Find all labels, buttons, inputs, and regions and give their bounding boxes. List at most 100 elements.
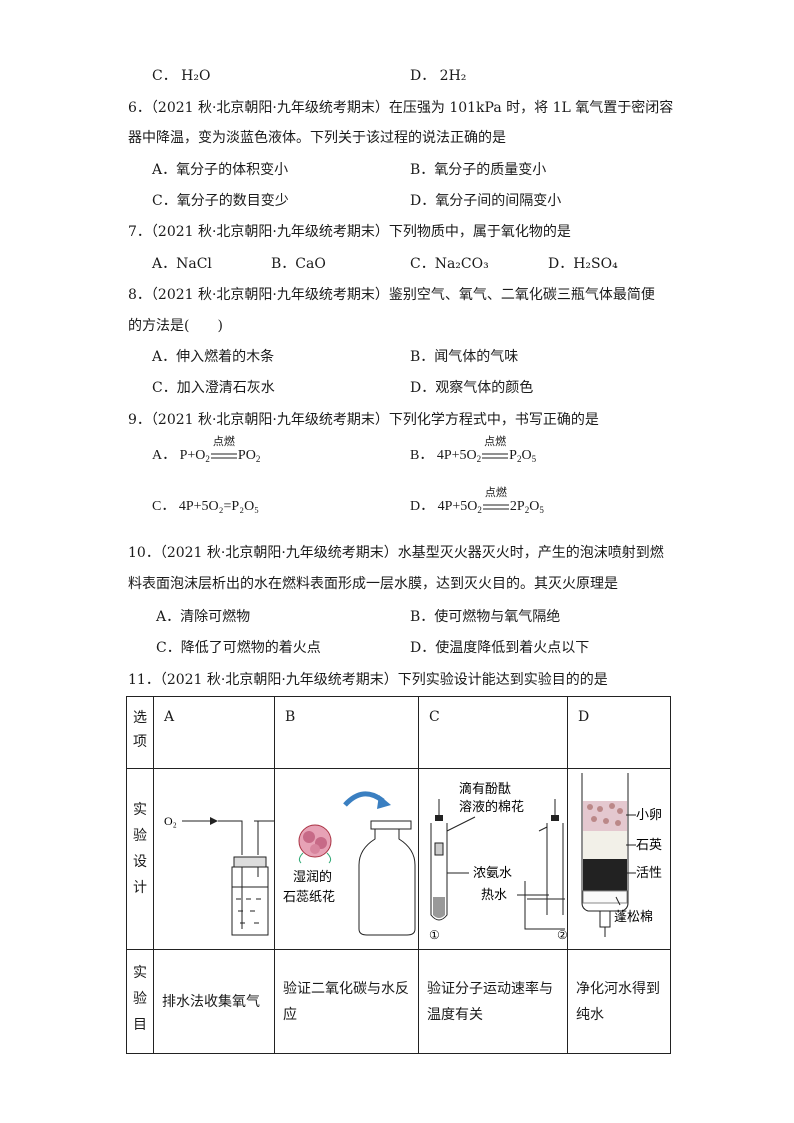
q9-b-sub: 2 [476,454,482,464]
o2-label: O₂ [164,814,177,828]
design-label-cell: 实 验 设 计 [126,768,154,950]
gas-collection-bottle-diagram: O₂ [164,814,274,936]
q10-option-a: A．清除可燃物 [156,609,251,625]
q9-d-reactants: D． 4P+5O [410,499,478,514]
q9-b-condition: 点燃 [484,436,507,448]
q9-b-sub3: 5 [531,454,537,464]
q9-b-sub2: 2 [516,454,522,464]
q10-option-c: C．降低了可燃物的着火点 [156,640,321,656]
litmus-flower-bottle-diagram: 湿润的 石蕊纸花 [283,791,416,936]
design-label-char: 计 [133,880,147,896]
wet-label: 湿润的 [293,869,332,885]
design-a-diagram-cell: O₂ [153,768,275,950]
activated-carbon-label: 活性 [636,866,662,881]
q9-d-sub3: 5 [539,505,544,515]
q6-option-d: D．氧分子间的间隔变小 [410,193,562,209]
q9-d-sub: 2 [477,505,482,515]
goal-label-char: 验 [133,991,147,1007]
q7-option-c: C．Na₂CO₃ [410,256,489,272]
q8-stem-line1: 8．（2021 秋·北京朝阳·九年级统考期末）鉴别空气、氧气、二氧化碳三瓶气体最… [128,287,655,303]
design-label-char: 设 [133,854,147,870]
q9-a-condition: 点燃 [212,436,235,448]
q6-option-c: C．氧分子的数目变少 [152,193,289,209]
tube-2-label: ② [557,928,567,942]
goal-b-text: 验证二氧化碳与水反应 [283,980,409,1023]
q9-b-product-o: O [521,448,532,463]
q9-d-sub2: 2 [524,505,530,515]
phenolphthalein-label: 滴有酚酞 [459,781,511,797]
q9-d-product-o: O [529,499,540,514]
q9-a-arrow: 点燃 [210,436,237,466]
q9-d-condition: 点燃 [484,487,507,499]
q9-d-product: 2P [509,499,525,514]
q8-stem-line2: 的方法是( ) [128,318,223,334]
q9-option-c: C． 4P+5O₂=P₂O₅ [152,499,260,514]
goal-a-text: 排水法收集氧气 [162,993,260,1010]
q9-stem: 9．（2021 秋·北京朝阳·九年级统考期末）下列化学方程式中，书写正确的是 [128,412,599,428]
q10-stem-line1: 10．（2021 秋·北京朝阳·九年级统考期末）水基型灭火器灭火时，产生的泡沫喷… [128,545,664,561]
q9-b-reactants: B． 4P+5O [410,448,477,463]
design-d-diagram-cell: 小卵 石英 活性 蓬松棉 [567,768,671,950]
q9-a-product: PO [237,448,256,463]
goal-label-char: 目 [133,1017,147,1033]
q7-stem: 7．（2021 秋·北京朝阳·九年级统考期末）下列物质中，属于氧化物的是 [128,224,571,240]
goal-label-char: 实 [133,965,147,981]
header-option-a: A [153,696,275,769]
q9-a-reactants: A． P+O [152,448,206,463]
design-c-diagram-cell: 滴有酚酞 溶液的棉花 浓氨水 热水 ① [418,768,568,950]
cotton-label: 溶液的棉花 [459,799,524,815]
q8-option-a: A．伸入燃着的木条 [152,349,275,365]
design-label-char: 实 [133,802,147,818]
q11-stem: 11．（2021 秋·北京朝阳·九年级统考期末）下列实验设计能达到实验目的的是 [128,672,608,688]
q6-option-b: B．氧分子的质量变小 [410,162,547,178]
header-option-d: D [567,696,671,769]
design-b-diagram-cell: 湿润的 石蕊纸花 [274,768,419,950]
goal-c-text: 验证分子运动速率与温度有关 [427,980,553,1023]
q5-option-c: C． H₂O [152,68,211,84]
header-option-c-text: C [429,709,440,725]
hot-water-label: 热水 [481,888,507,903]
q6-option-a: A．氧分子的体积变小 [152,162,289,178]
q9-d-arrow: 点燃 [482,487,509,517]
goal-a-cell: 排水法收集氧气 [153,949,275,1054]
goal-c-cell: 验证分子运动速率与温度有关 [418,949,568,1054]
q7-option-b: B．CaO [271,256,326,272]
tube-1-label: ① [429,928,440,942]
q9-a-sub2: 2 [255,454,261,464]
goal-d-text: 净化河水得到纯水 [576,980,660,1023]
q6-stem-line2: 器中降温，变为淡蓝色液体。下列关于该过程的说法正确的是 [128,130,506,146]
header-option-b: B [274,696,419,769]
quartz-sand-label: 石英 [636,838,662,853]
ammonia-label: 浓氨水 [473,866,512,881]
header-option-c: C [418,696,568,769]
ammonia-test-tube-diagram: 滴有酚酞 溶液的棉花 浓氨水 热水 ① [429,781,568,942]
q9-b-product: P [509,448,517,463]
q8-option-b: B．闻气体的气味 [410,349,519,365]
goal-label-cell: 实 验 目 [126,949,154,1054]
q5-option-d: D． 2H₂ [410,68,467,84]
header-label-char: 项 [133,734,147,750]
pebble-label: 小卵 [636,808,662,823]
header-label-char: 选 [133,710,147,726]
header-option-a-text: A [164,709,175,725]
q6-stem-line1: 6．（2021 秋·北京朝阳·九年级统考期末）在压强为 101kPa 时，将 1… [128,100,674,116]
litmus-flower-icon [298,824,332,864]
q8-option-d: D．观察气体的颜色 [410,380,534,396]
goal-b-cell: 验证二氧化碳与水反应 [274,949,419,1054]
water-filter-diagram: 小卵 石英 活性 蓬松棉 [581,773,662,937]
q10-option-b: B．使可燃物与氧气隔绝 [410,609,561,625]
goal-d-cell: 净化河水得到纯水 [567,949,671,1054]
q7-option-d: D．H₂SO₄ [548,256,618,272]
q11-experiment-table: 选 项 A B C D 实 验 设 计 O₂ [126,696,671,1054]
cotton-wool-label: 蓬松棉 [614,910,653,925]
q9-a-sub: 2 [205,454,210,464]
header-label-cell: 选 项 [126,696,154,769]
q10-option-d: D．使温度降低到着火点以下 [410,640,590,656]
design-label-char: 验 [133,828,147,844]
q9-b-arrow: 点燃 [482,436,509,466]
header-option-d-text: D [578,709,590,725]
q10-stem-line2: 料表面泡沫层析出的水在燃料表面形成一层水膜，达到灭火目的。其灭火原理是 [128,576,618,592]
